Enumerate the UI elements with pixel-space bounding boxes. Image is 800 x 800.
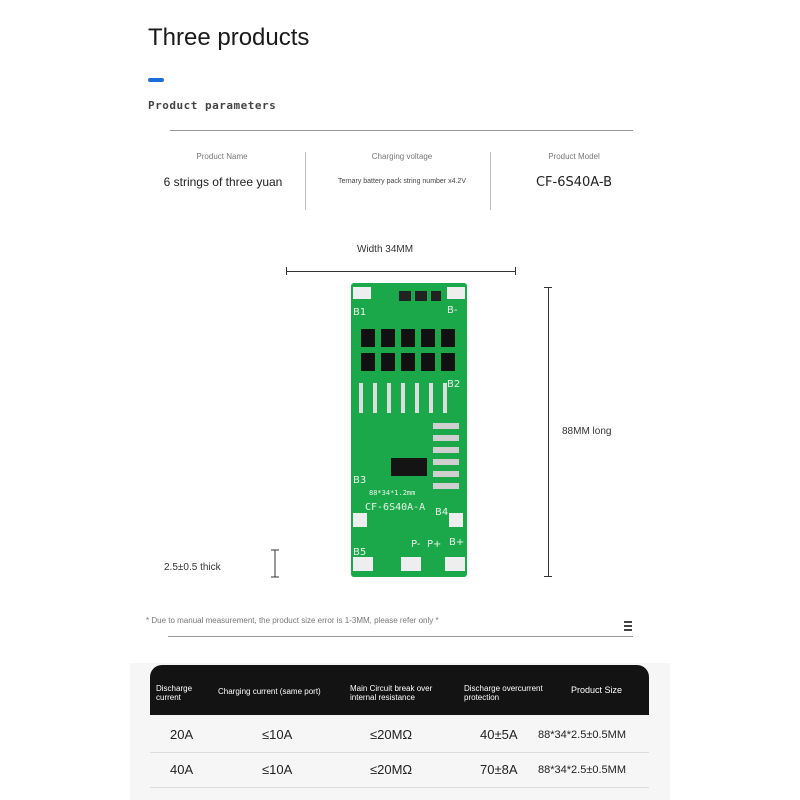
pad-label: B2	[447, 379, 460, 390]
table-cell: 20A	[170, 727, 194, 742]
table-header-overcurrent-protection: Discharge overcurrent protection	[464, 684, 543, 702]
table-row-divider	[150, 787, 649, 788]
param-label-product-name: Product Name	[196, 152, 248, 161]
param-label-charging-voltage: Charging voltage	[371, 152, 433, 161]
section-label: Product parameters	[148, 99, 277, 112]
length-dimension-tick	[544, 287, 552, 288]
width-dimension-tick	[515, 267, 516, 275]
thickness-dimension-marker	[271, 549, 279, 578]
param-separator	[305, 152, 306, 210]
param-separator	[490, 152, 491, 210]
table-header-circuit-resistance: Main Circuit break over internal resista…	[350, 684, 433, 702]
table-cell: ≤10A	[262, 727, 293, 742]
pad-label: B-	[447, 305, 458, 316]
thickness-dimension-label: 2.5±0.5 thick	[164, 562, 221, 573]
menu-icon[interactable]	[624, 621, 632, 633]
table-header-charging-current: Charging current (same port)	[218, 687, 321, 696]
pad-label: B3	[353, 475, 366, 486]
section-divider	[170, 130, 633, 131]
param-value-charging-voltage: Ternary battery pack string number x4.2V	[337, 178, 466, 185]
table-cell: ≤10A	[262, 762, 293, 777]
length-dimension-label: 88MM long	[562, 426, 612, 437]
spec-table-header: Discharge current Charging current (same…	[150, 665, 649, 715]
param-label-product-model: Product Model	[548, 152, 600, 161]
silkscreen-model: CF-6S40A-A	[365, 502, 425, 513]
param-value-product-model: CF-6S40A-B	[535, 175, 613, 190]
table-header-product-size: Product Size	[571, 685, 623, 695]
length-dimension-line	[548, 287, 549, 577]
pad-label: P-	[411, 539, 421, 550]
pcb-substrate	[351, 283, 467, 577]
page-title: Three products	[148, 24, 310, 51]
title-accent-bar	[148, 78, 164, 82]
length-dimension-tick	[544, 576, 552, 577]
pad-label: B+	[449, 537, 464, 548]
pad-label: B5	[353, 547, 366, 558]
table-header-discharge-current: Discharge current	[156, 684, 193, 702]
bms-board-image: 88*34*1.2mm CF-6S40A-A B1 B- B2 B3 B4 B5…	[351, 283, 467, 577]
table-cell: 70±8A	[480, 762, 518, 777]
measurement-note: * Due to manual measurement, the product…	[146, 616, 439, 625]
silkscreen-size: 88*34*1.2mm	[369, 489, 415, 497]
table-cell: 40A	[170, 762, 194, 777]
table-cell: 40±5A	[480, 727, 518, 742]
table-cell: 88*34*2.5±0.5MM	[538, 729, 626, 741]
param-value-product-name: 6 strings of three yuan	[163, 175, 283, 189]
pad-label: B4	[435, 507, 448, 518]
pad-label: P+	[427, 539, 441, 550]
width-dimension-tick	[286, 267, 287, 275]
note-divider	[168, 636, 633, 637]
width-dimension-label: Width 34MM	[356, 244, 414, 255]
width-dimension-line	[286, 271, 516, 272]
table-cell: ≤20MΩ	[370, 727, 413, 742]
table-cell: ≤20MΩ	[370, 762, 413, 777]
table-row-divider	[150, 752, 649, 753]
pad-label: B1	[353, 307, 366, 318]
table-cell: 88*34*2.5±0.5MM	[538, 764, 626, 776]
